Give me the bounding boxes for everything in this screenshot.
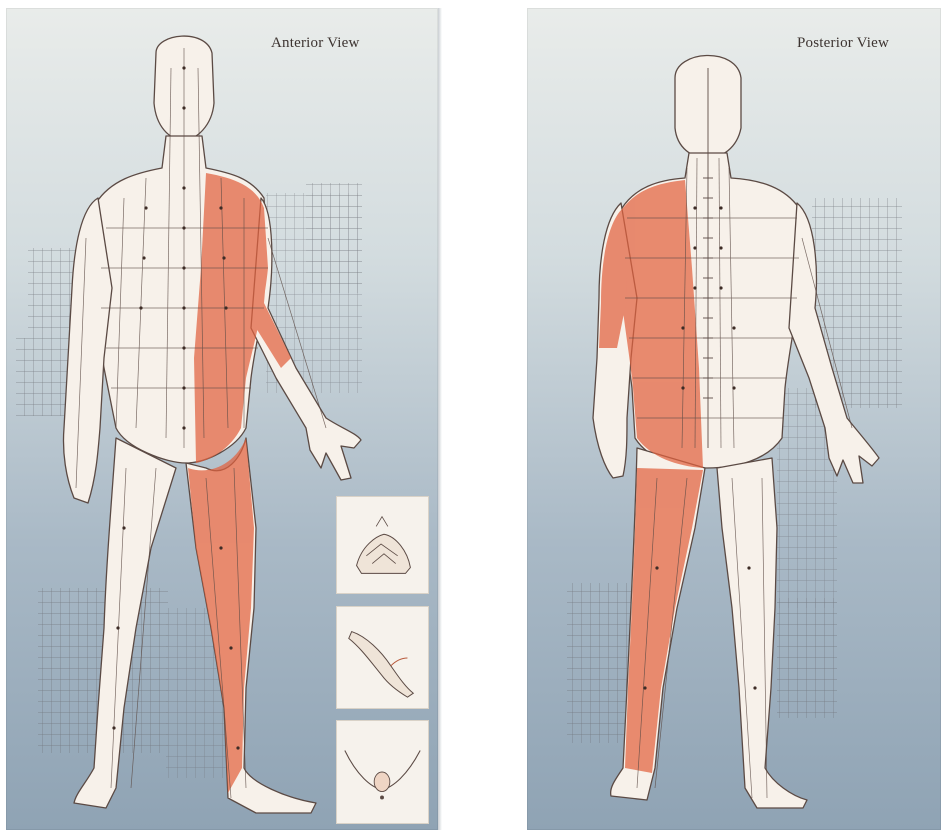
- anterior-view-title: Anterior View: [271, 35, 359, 52]
- hand-detail-illustration: [337, 607, 428, 708]
- head-detail-inset: [336, 496, 429, 594]
- pelvis-detail-inset: [336, 720, 429, 824]
- hand-detail-inset: [336, 606, 429, 709]
- anterior-view-plate: Anterior View: [6, 8, 438, 830]
- pelvis-detail-illustration: [337, 721, 428, 823]
- posterior-view-title: Posterior View: [797, 35, 889, 52]
- posterior-view-plate: Posterior View: [527, 8, 941, 830]
- head-detail-illustration: [337, 497, 428, 593]
- page-fold: [438, 8, 442, 830]
- posterior-figure-illustration: [527, 8, 941, 830]
